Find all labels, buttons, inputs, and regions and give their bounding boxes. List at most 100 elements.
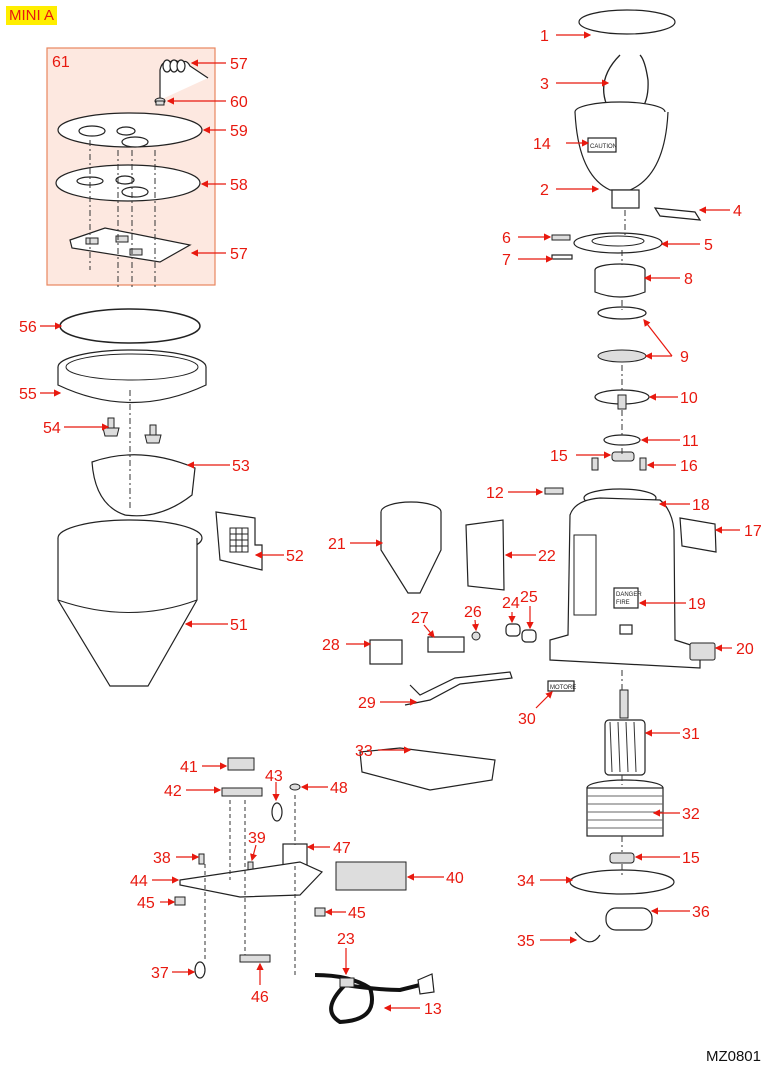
gasket-56 bbox=[59, 308, 201, 344]
svg-text:13: 13 bbox=[424, 1001, 442, 1018]
plate-28 bbox=[369, 639, 403, 665]
callout-25: 25 bbox=[520, 589, 538, 630]
svg-text:57: 57 bbox=[230, 56, 248, 73]
pin-6 bbox=[551, 234, 571, 241]
callout-33: 33 bbox=[355, 743, 412, 760]
callout-16: 16 bbox=[646, 458, 698, 475]
panel-17 bbox=[679, 517, 717, 553]
clamp-37 bbox=[194, 961, 206, 979]
callout-20: 20 bbox=[714, 641, 754, 658]
svg-text:40: 40 bbox=[446, 870, 464, 887]
callout-11: 11 bbox=[640, 433, 699, 450]
svg-text:34: 34 bbox=[517, 873, 535, 890]
power-cord-13 bbox=[314, 973, 435, 1025]
lid-1 bbox=[578, 9, 676, 35]
body-18: DANGER FIRE bbox=[549, 488, 701, 669]
svg-text:14: 14 bbox=[533, 136, 551, 153]
callout-39: 39 bbox=[248, 830, 266, 862]
svg-text:10: 10 bbox=[680, 390, 698, 407]
callout-19: 19 bbox=[638, 596, 706, 613]
svg-text:11: 11 bbox=[682, 433, 699, 450]
grommet-48 bbox=[289, 783, 301, 791]
svg-text:1: 1 bbox=[540, 28, 549, 45]
bracket-53 bbox=[91, 454, 196, 517]
svg-text:12: 12 bbox=[486, 485, 504, 502]
knob-26 bbox=[471, 631, 481, 641]
svg-text:58: 58 bbox=[230, 177, 248, 194]
callout-45-right: 45 bbox=[324, 905, 366, 922]
diagram-title: MINI A bbox=[6, 6, 58, 25]
callout-28: 28 bbox=[322, 637, 372, 654]
foot-45a bbox=[174, 896, 186, 906]
screw-16 bbox=[639, 457, 647, 471]
callout-7: 7 bbox=[502, 252, 554, 269]
cover-22 bbox=[465, 519, 505, 591]
callout-32: 32 bbox=[652, 806, 700, 823]
callout-12: 12 bbox=[486, 485, 544, 502]
callout-52: 52 bbox=[254, 548, 304, 565]
capacitor-36 bbox=[605, 907, 653, 931]
callout-56: 56 bbox=[19, 319, 63, 336]
callout-17: 17 bbox=[714, 523, 762, 540]
callout-2: 2 bbox=[540, 182, 600, 199]
svg-text:29: 29 bbox=[358, 695, 376, 712]
callout-9: 9 bbox=[643, 319, 689, 366]
callout-48: 48 bbox=[300, 780, 348, 797]
svg-text:28: 28 bbox=[322, 637, 340, 654]
pcb-40 bbox=[335, 861, 407, 891]
callout-8: 8 bbox=[643, 271, 693, 288]
svg-text:47: 47 bbox=[333, 840, 351, 857]
screw-38 bbox=[198, 853, 205, 865]
svg-text:59: 59 bbox=[230, 123, 248, 140]
callout-15-top: 15 bbox=[550, 448, 612, 465]
svg-text:48: 48 bbox=[330, 780, 348, 797]
callout-45-left: 45 bbox=[137, 895, 176, 912]
label-30 bbox=[547, 680, 575, 692]
svg-text:27: 27 bbox=[411, 610, 429, 627]
callout-3: 3 bbox=[540, 76, 610, 93]
hopper-2: CAUTION bbox=[574, 101, 669, 209]
svg-text:37: 37 bbox=[151, 965, 169, 982]
svg-text:43: 43 bbox=[265, 768, 283, 785]
plate-59 bbox=[57, 112, 203, 148]
svg-text:32: 32 bbox=[682, 806, 700, 823]
svg-text:21: 21 bbox=[328, 536, 346, 553]
grille-52 bbox=[215, 511, 263, 571]
feet-54 bbox=[102, 417, 162, 444]
svg-text:53: 53 bbox=[232, 458, 250, 475]
svg-text:35: 35 bbox=[517, 933, 535, 950]
lever-29 bbox=[404, 671, 513, 706]
callout-5: 5 bbox=[660, 237, 713, 254]
svg-text:4: 4 bbox=[733, 203, 742, 220]
svg-text:51: 51 bbox=[230, 617, 248, 634]
callout-13: 13 bbox=[383, 1001, 442, 1018]
callout-40: 40 bbox=[406, 870, 464, 887]
callout-26: 26 bbox=[464, 604, 482, 632]
bracket-27 bbox=[427, 636, 465, 653]
callout-31: 31 bbox=[644, 726, 700, 743]
callout-57-bottom: 57 bbox=[190, 246, 248, 263]
svg-text:55: 55 bbox=[19, 386, 37, 403]
svg-text:7: 7 bbox=[502, 252, 511, 269]
svg-text:18: 18 bbox=[692, 497, 710, 514]
screw-16b bbox=[591, 457, 599, 471]
adjust-ring-5 bbox=[573, 232, 663, 254]
callout-58: 58 bbox=[200, 177, 248, 194]
callout-51: 51 bbox=[184, 617, 248, 634]
svg-text:15: 15 bbox=[550, 448, 568, 465]
svg-text:23: 23 bbox=[337, 931, 355, 948]
svg-text:44: 44 bbox=[130, 873, 148, 890]
callout-41: 41 bbox=[180, 759, 228, 776]
svg-text:46: 46 bbox=[251, 989, 269, 1006]
callout-60: 60 bbox=[166, 94, 248, 111]
callout-38: 38 bbox=[153, 850, 200, 867]
svg-text:38: 38 bbox=[153, 850, 171, 867]
svg-text:45: 45 bbox=[348, 905, 366, 922]
svg-text:16: 16 bbox=[680, 458, 698, 475]
callout-30: 30 bbox=[518, 691, 553, 728]
callout-4: 4 bbox=[698, 203, 742, 220]
hopper-21 bbox=[380, 501, 442, 594]
burr-holder-8 bbox=[594, 263, 646, 298]
callout-42: 42 bbox=[164, 783, 222, 800]
